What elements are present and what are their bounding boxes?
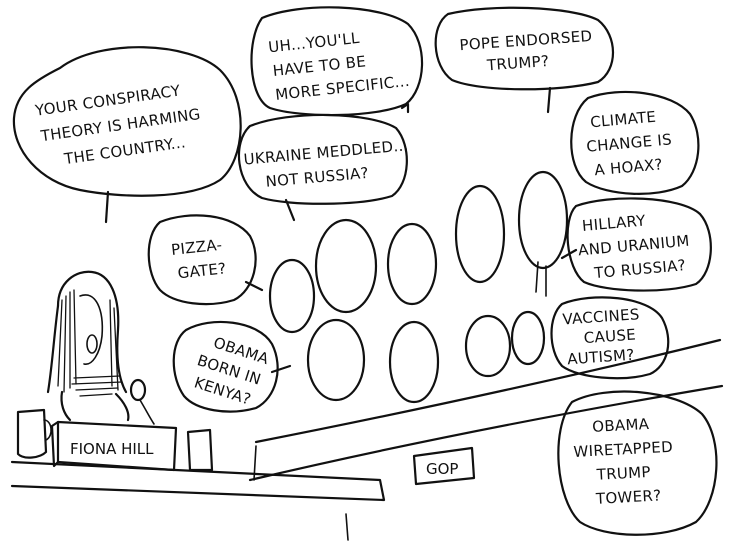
svg-text:YOUR CONSPIRACY THEORY I: YOUR CONSPIRACY THEORY IS HARMING THE CO… (33, 78, 210, 171)
gop-member-head (517, 170, 569, 270)
bubble-line: CAUSE (583, 326, 636, 348)
panel-dais (248, 338, 724, 482)
speech-bubble-obama-wiretap: OBAMA WIRETAPPED TRUMP TOWER? (557, 390, 718, 536)
gop-sign-label: GOP (426, 460, 458, 478)
fiona-hill-figure (16, 270, 155, 459)
bubble-line: POPE ENDORSED (459, 27, 593, 54)
svg-text:OBAMA BORN IN KENY: OBAMA BORN IN KENYA? (188, 330, 276, 411)
glass-icon (186, 428, 214, 472)
speech-bubble-pizzagate: PIZZA- GATE? (147, 214, 264, 306)
bubble-line: PIZZA- (170, 236, 223, 259)
bubble-line: AUTISM? (567, 346, 635, 369)
gop-sign: GOP (412, 446, 476, 486)
gop-member-head (306, 318, 366, 402)
bubble-line: A HOAX? (594, 155, 664, 179)
bubble-line: AND URANIUM (577, 232, 690, 260)
mouth (86, 334, 98, 354)
bubble-line: NOT RUSSIA? (265, 164, 370, 191)
bubble-line: TOWER? (595, 486, 662, 507)
bubble-line: HILLARY (581, 211, 647, 235)
bubble-line: GATE? (177, 259, 227, 282)
svg-text:PIZZA- GATE?: PIZZA- GATE? (170, 235, 230, 283)
witness-table (10, 428, 386, 541)
bubble-line: CLIMATE (590, 108, 657, 132)
svg-text:POPE ENDORSED TRUMP?: POPE ENDORSED TRUMP? (459, 27, 600, 77)
bubble-line: WIRETAPPED (573, 438, 673, 461)
bubble-line: TRUMP (595, 463, 651, 484)
bubble-line: OBAMA (592, 415, 650, 436)
gop-member-head (388, 320, 440, 404)
bubble-line: CHANGE IS (586, 130, 673, 155)
nameplate: FIONA HILL (50, 420, 178, 472)
svg-text:OBAMA WIRETAPPED T: OBAMA WIRETAPPED TRUMP TOWER? (572, 414, 681, 509)
gop-member-head (314, 218, 378, 314)
speech-bubble-vaccines: VACCINES CAUSE AUTISM? (550, 296, 670, 380)
speech-bubble-climate: CLIMATE CHANGE IS A HOAX? (570, 90, 700, 195)
svg-text:VACCINES CAUSE AUT: VACCINES CAUSE AUTISM? (562, 305, 648, 369)
svg-text:HILLARY AND URANIUM: HILLARY AND URANIUM TO RUSSIA? (575, 207, 697, 283)
bubble-line: TRUMP? (485, 52, 549, 74)
water-pitcher-icon (16, 408, 48, 459)
bubble-line: UKRAINE MEDDLED... (243, 136, 409, 168)
speech-bubble-ukraine: UKRAINE MEDDLED... NOT RUSSIA? (237, 113, 416, 222)
bubble-line: TO RUSSIA? (592, 256, 686, 282)
gop-member-head (386, 222, 438, 306)
gop-member-head (510, 310, 546, 366)
svg-text:CLIMATE CHANGE IS: CLIMATE CHANGE IS A HOAX? (584, 106, 680, 180)
bubble-line: UH...YOU'LL (267, 29, 360, 57)
nameplate-label: FIONA HILL (70, 440, 154, 458)
gop-member-head (268, 258, 316, 334)
microphone-icon (129, 378, 147, 402)
speech-bubble-pope: POPE ENDORSED TRUMP? (434, 6, 615, 114)
gop-members (268, 170, 569, 404)
speech-bubble-fiona: YOUR CONSPIRACY THEORY IS HARMING THE CO… (12, 46, 242, 224)
speech-bubble-hillary: HILLARY AND URANIUM TO RUSSIA? (560, 197, 712, 292)
bubble-line: VACCINES (562, 305, 640, 328)
svg-text:UH...YOU'LL HAVE TO BE: UH...YOU'LL HAVE TO BE MORE SPECIFIC... (267, 24, 410, 104)
speech-bubble-obama-kenya: OBAMA BORN IN KENYA? (172, 320, 292, 413)
svg-text:UKRAINE MEDDLED... NOT R: UKRAINE MEDDLED... NOT RUSSIA? (243, 136, 416, 193)
gop-member-head (454, 184, 506, 284)
speech-bubble-specific: UH...YOU'LL HAVE TO BE MORE SPECIFIC... (250, 6, 424, 117)
gop-member-head (464, 314, 512, 378)
bubble-line: HAVE TO BE (272, 52, 367, 80)
